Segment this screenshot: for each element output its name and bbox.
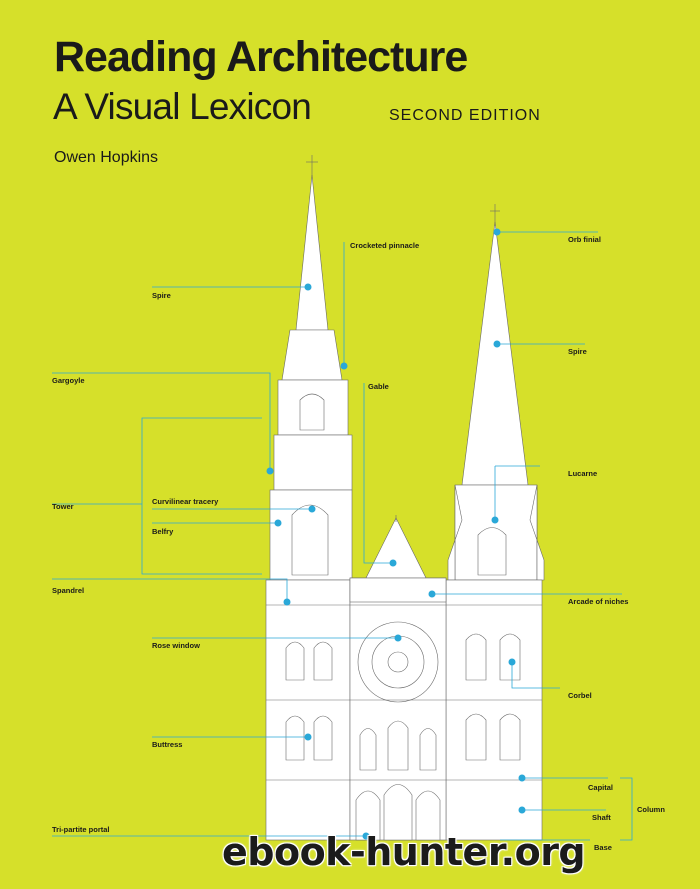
label-spire-right: Spire (568, 347, 587, 356)
book-title: Reading Architecture (54, 33, 468, 81)
label-base: Base (594, 843, 612, 852)
label-gable: Gable (368, 382, 389, 391)
label-shaft: Shaft (592, 813, 611, 822)
watermark-text: ebook-hunter.org (222, 830, 586, 874)
label-column: Column (637, 805, 665, 814)
label-belfry: Belfry (152, 527, 174, 536)
label-buttress: Buttress (152, 740, 183, 749)
book-subtitle: A Visual Lexicon (53, 86, 312, 127)
label-tri-partite-portal: Tri-partite portal (52, 825, 110, 834)
label-orb-finial: Orb finial (568, 235, 601, 244)
label-arcade-of-niches: Arcade of niches (568, 597, 629, 606)
label-spandrel: Spandrel (52, 586, 85, 595)
label-gargoyle: Gargoyle (52, 376, 85, 385)
leader-dots (266, 228, 526, 840)
cathedral-drawing (265, 155, 545, 841)
label-crocketed-pinnacle: Crocketed pinnacle (350, 241, 420, 250)
rose-window-shape (357, 621, 439, 703)
label-spire-left: Spire (152, 291, 171, 300)
author-name: Owen Hopkins (54, 149, 159, 166)
label-rose-window: Rose window (152, 641, 200, 650)
label-capital: Capital (588, 783, 614, 792)
label-curvilinear-tracery: Curvilinear tracery (152, 497, 219, 506)
label-tower: Tower (52, 502, 74, 511)
leader-lines (52, 231, 633, 841)
right-spire-shape (461, 221, 529, 486)
edition-label: SECOND EDITION (389, 107, 541, 124)
tower-bracket (52, 417, 262, 575)
label-lucarne: Lucarne (568, 469, 598, 478)
left-spire-shape (295, 174, 329, 331)
label-corbel: Corbel (568, 691, 592, 700)
